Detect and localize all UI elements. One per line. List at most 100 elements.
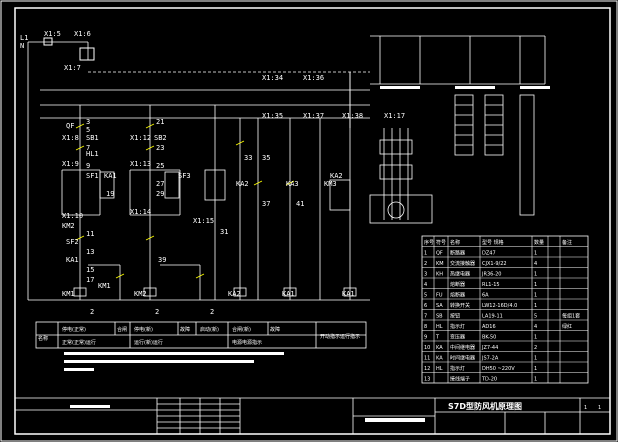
legend-cell-0: 名称 (38, 335, 48, 342)
component-label: KA1 (104, 172, 117, 180)
label-x1-7: X1:7 (64, 64, 81, 72)
motor-circuit (349, 72, 433, 224)
component-label: KM2 (62, 222, 75, 230)
label-x1-12: X1:12 (130, 134, 151, 142)
component-label: SF3 (178, 172, 191, 180)
component-label: KM3 (324, 180, 337, 188)
title-block-bar (365, 418, 425, 422)
component-label: KA1 (282, 290, 295, 298)
component-label: HL1 (86, 150, 99, 158)
label-x1-13: X1:13 (130, 160, 151, 168)
parts-table-cell: 1 (534, 356, 537, 362)
component-label: KA2 (330, 172, 343, 180)
parts-table-cell: 熔断器 (450, 281, 465, 288)
parts-table-cell: KA (436, 356, 443, 362)
parts-table-cell: 1 (534, 251, 537, 257)
legend-cell-8: 开动指示 (320, 333, 340, 340)
label-x1-10: X1:10 (62, 212, 83, 220)
sheet-count: 1 (598, 405, 601, 411)
wire-number: 2 (90, 308, 94, 316)
parts-table-cell: 交流接触器 (450, 260, 475, 267)
interlock-sketch (370, 35, 546, 85)
legend-cell-10: 运行(新)运行 (134, 339, 163, 346)
label-x1-17: X1:17 (384, 112, 405, 120)
component-label: KA2 (228, 290, 241, 298)
parts-table-cell: LW12-16D/4.0 (482, 303, 517, 309)
legend-cell-9: 正常(正常)运行 (62, 339, 96, 346)
note-bar-1 (64, 352, 284, 355)
title-block (15, 397, 610, 434)
parts-table-header: 备注 (562, 239, 572, 246)
label-x1-5: X1:5 (44, 30, 61, 38)
sketch-bar-2 (455, 86, 495, 89)
legend-cell-3: 停电(新) (134, 326, 153, 333)
parts-table-cell: DH50 ~220V (482, 366, 515, 372)
parts-table-cell: HL (436, 366, 443, 372)
wire-number: 25 (156, 162, 164, 170)
parts-table-cell: LA19-11 (482, 314, 503, 320)
component-label: QF (66, 122, 74, 130)
sketch-bar-1 (380, 86, 420, 89)
parts-table-cell: 4 (534, 324, 537, 330)
label-x1-37: X1:37 (303, 112, 324, 120)
wire-number: 21 (156, 118, 164, 126)
parts-table-cell: RL1-15 (482, 282, 500, 288)
label-n: N (20, 42, 24, 50)
parts-table-cell: 指示灯 (450, 323, 465, 330)
sheet-number: 1 (584, 405, 587, 411)
component-label: KA1 (66, 256, 79, 264)
wire-number: 39 (158, 256, 166, 264)
component-label: KM1 (98, 282, 111, 290)
parts-table-cell: KM (436, 261, 444, 267)
parts-table-cell: 熔断器 (450, 292, 465, 299)
label-x1-15: X1:15 (193, 217, 214, 225)
label-x1-34: X1:34 (262, 74, 283, 82)
wire-number: 41 (296, 200, 304, 208)
parts-table-cell: 时间继电器 (450, 355, 475, 362)
legend-cell-1: 停电(正常) (62, 326, 86, 333)
parts-table-cell: 10 (424, 345, 430, 351)
legend-cell-2: 合闸 (117, 326, 127, 333)
parts-table-cell: 1 (534, 335, 537, 341)
parts-table-cell: QF (436, 251, 443, 257)
label-x1-36: X1:36 (303, 74, 324, 82)
parts-table-cell: 5 (534, 314, 537, 320)
sketch-bar-3 (520, 86, 550, 89)
parts-table-cell: 热继电器 (450, 271, 470, 278)
parts-table-cell: 每组1套 (562, 313, 580, 320)
wire-number: 23 (156, 144, 164, 152)
parts-table-cell: BK-50 (482, 335, 496, 341)
legend-cell-4: 故障 (180, 326, 190, 333)
fuse-box (43, 37, 53, 46)
wire-number: 13 (86, 248, 94, 256)
parts-table-cell: DZ47 (482, 251, 496, 257)
wire-number: 33 (244, 154, 252, 162)
parts-table-cell: 5 (424, 293, 427, 299)
legend-cell-12: 运行指示 (340, 333, 360, 340)
parts-table-cell: 1 (534, 377, 537, 383)
wire-number: 9 (86, 162, 90, 170)
parts-table-cell: 1 (534, 366, 537, 372)
title-block-bar-2 (70, 405, 110, 408)
legend-cell-5: 启动(新) (200, 326, 219, 333)
label-l1: L1 (20, 34, 28, 42)
parts-table-cell: 中间继电器 (450, 344, 475, 351)
parts-table-cell: 转换开关 (450, 302, 470, 309)
parts-table-cell: AD16 (482, 324, 496, 330)
parts-table-cell: HL (436, 324, 443, 330)
drawing-title-text: S7D型防风机原理图 (448, 401, 522, 411)
label-x1-38: X1:38 (342, 112, 363, 120)
wire-number: 37 (262, 200, 270, 208)
parts-table-cell: 6A (482, 293, 489, 299)
component-label: KA3 (286, 180, 299, 188)
parts-table-cell: SB (436, 314, 443, 320)
control-branches (61, 72, 351, 300)
legend-cell-7: 故障 (270, 326, 280, 333)
component-label: SB1 (86, 134, 99, 142)
